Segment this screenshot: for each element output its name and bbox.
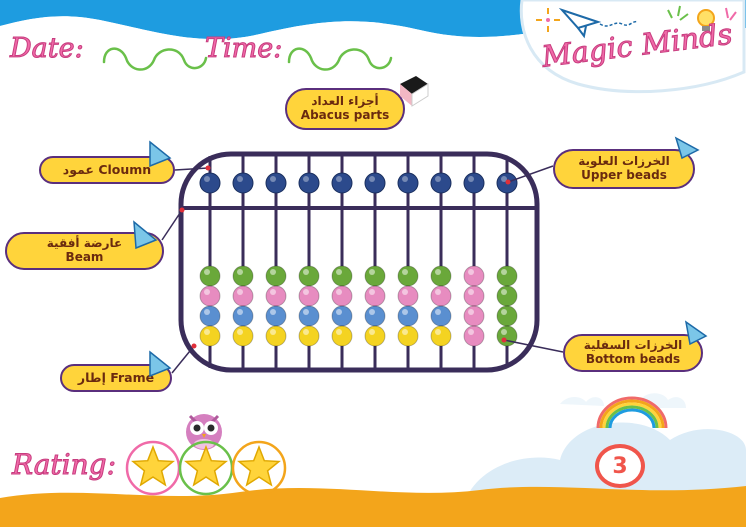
upper-bead[interactable]: [397, 172, 419, 194]
bottom-beads-english: Bottom beads: [585, 352, 681, 366]
title-pill: أجزاء العداد Abacus parts: [285, 88, 405, 130]
frame-label-text: إطار Frame: [77, 369, 155, 385]
date-write-line: [102, 47, 208, 71]
upper-bead[interactable]: [199, 172, 221, 194]
bead-highlight: [468, 309, 474, 315]
bead-highlight: [303, 289, 309, 295]
bead-highlight: [501, 269, 507, 275]
bead-highlight: [336, 309, 342, 315]
bead-highlight: [303, 329, 309, 335]
upper-bead[interactable]: [298, 172, 320, 194]
bead-highlight: [237, 269, 243, 275]
bead-highlight: [501, 329, 507, 335]
bead-highlight: [270, 289, 276, 295]
bead-highlight: [402, 309, 408, 315]
star-icon[interactable]: [184, 444, 228, 487]
bead-highlight: [435, 269, 441, 275]
brand-badge: [519, 0, 746, 94]
time-write-line: [287, 47, 393, 71]
bead-highlight: [270, 309, 276, 315]
bead-highlight: [336, 269, 342, 275]
bead-highlight: [369, 309, 375, 315]
page-number-badge: 3: [595, 444, 645, 488]
bead-highlight: [369, 289, 375, 295]
arrow-icon: [149, 350, 172, 378]
bead-highlight: [204, 289, 210, 295]
upper-bead[interactable]: [463, 172, 485, 194]
rating-label: Rating:: [11, 448, 117, 482]
rainbow-icon: [596, 396, 668, 429]
bead-highlight: [435, 289, 441, 295]
bead-highlight: [237, 289, 243, 295]
bead-highlight: [501, 176, 507, 182]
arrow-icon: [149, 140, 172, 168]
bead-highlight: [270, 329, 276, 335]
beam-label-arabic: عارضة أفقية: [46, 236, 123, 251]
bead-highlight: [468, 269, 474, 275]
bead-highlight: [204, 176, 210, 182]
bead-highlight: [204, 309, 210, 315]
star-icon[interactable]: [237, 444, 281, 487]
upper-beads-label: الخرزات العلوية Upper beads: [553, 149, 695, 189]
bead-highlight: [336, 329, 342, 335]
bottom-beads-label: الخرزات السفلية Bottom beads: [563, 334, 703, 372]
bead-highlight: [402, 176, 408, 182]
time-label: Time:: [204, 33, 283, 65]
bead-highlight: [270, 269, 276, 275]
fireworks-icon: [536, 5, 737, 32]
bead-highlight: [237, 309, 243, 315]
column-label-text: عمود Cloumn: [62, 161, 152, 177]
paper-plane-icon: [558, 7, 639, 39]
bead-highlight: [336, 289, 342, 295]
bead-highlight: [270, 176, 276, 182]
lightbulb-icon: [697, 9, 715, 31]
bead-highlight: [237, 329, 243, 335]
title-arabic: أجزاء العداد: [311, 94, 379, 109]
bead-highlight: [369, 269, 375, 275]
bead-highlight: [435, 176, 441, 182]
bead-highlight: [204, 329, 210, 335]
upper-bead[interactable]: [232, 172, 254, 194]
rating-ring: [231, 440, 287, 496]
upper-bead[interactable]: [331, 172, 353, 194]
bead-highlight: [369, 329, 375, 335]
bead-highlight: [402, 329, 408, 335]
bead-highlight: [402, 269, 408, 275]
upper-bead[interactable]: [430, 172, 452, 194]
upper-beads-english: Upper beads: [581, 168, 667, 182]
bead-highlight: [303, 176, 309, 182]
abacus: [178, 151, 540, 373]
beam-label-english: Beam: [65, 250, 104, 264]
arrow-icon: [684, 320, 708, 346]
upper-bead[interactable]: [364, 172, 386, 194]
bead-highlight: [303, 269, 309, 275]
bead-highlight: [237, 176, 243, 182]
eraser-icon: [400, 76, 429, 107]
arrow-icon: [674, 136, 700, 160]
bottom-beads-arabic: الخرزات السفلية: [583, 338, 683, 353]
date-label: Date:: [10, 33, 85, 65]
title-english: Abacus parts: [300, 108, 390, 122]
bead-highlight: [402, 289, 408, 295]
rating-stars: [125, 440, 287, 496]
bead-highlight: [468, 289, 474, 295]
bead-highlight: [468, 329, 474, 335]
bead-highlight: [369, 176, 375, 182]
bead-highlight: [336, 176, 342, 182]
bead-highlight: [204, 269, 210, 275]
upper-bead[interactable]: [265, 172, 287, 194]
star-icon[interactable]: [131, 444, 175, 487]
bead-highlight: [501, 289, 507, 295]
bead-highlight: [501, 309, 507, 315]
bead-highlight: [468, 176, 474, 182]
upper-beads-arabic: الخرزات العلوية: [578, 154, 670, 169]
bead-highlight: [435, 309, 441, 315]
bead-highlight: [303, 309, 309, 315]
beam-label: عارضة أفقية Beam: [5, 232, 164, 270]
owl-mascot-icon: [186, 414, 222, 450]
bead-highlight: [435, 329, 441, 335]
arrow-icon: [133, 220, 158, 250]
